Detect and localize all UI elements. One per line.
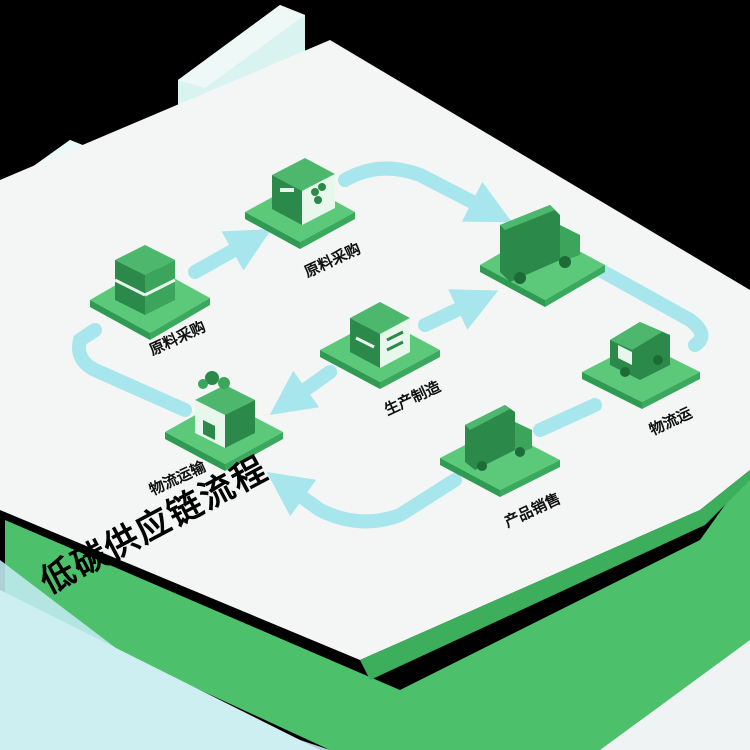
arrow-sales-to-warehouse (266, 471, 462, 529)
product-box-icon (350, 302, 410, 368)
node-raw-material-top (245, 158, 355, 249)
node-raw-material-left (90, 245, 210, 340)
flow-arrows (72, 161, 709, 529)
delivery-truck-icon (465, 405, 532, 471)
arrow-right-to-sales (533, 398, 602, 437)
warehouse-icon (195, 371, 255, 448)
stacked-box-icon (114, 245, 176, 315)
node-product-sales (440, 405, 560, 497)
node-logistics-truck-top (480, 205, 605, 307)
cargo-truck-icon (500, 205, 580, 284)
node-production-center (320, 302, 440, 389)
arrow-left-to-top (188, 229, 272, 279)
supply-crate-icon (272, 158, 335, 225)
arrow-truck-to-right (593, 263, 709, 352)
arrow-center-to-truck (418, 289, 499, 332)
node-logistics-right (582, 322, 700, 409)
arrow-center-to-warehouse (269, 365, 337, 416)
node-logistics-warehouse (165, 371, 283, 471)
arrow-warehouse-to-left (72, 323, 192, 417)
arrow-top-to-truck (338, 161, 512, 223)
truck-cab-icon (610, 322, 670, 380)
